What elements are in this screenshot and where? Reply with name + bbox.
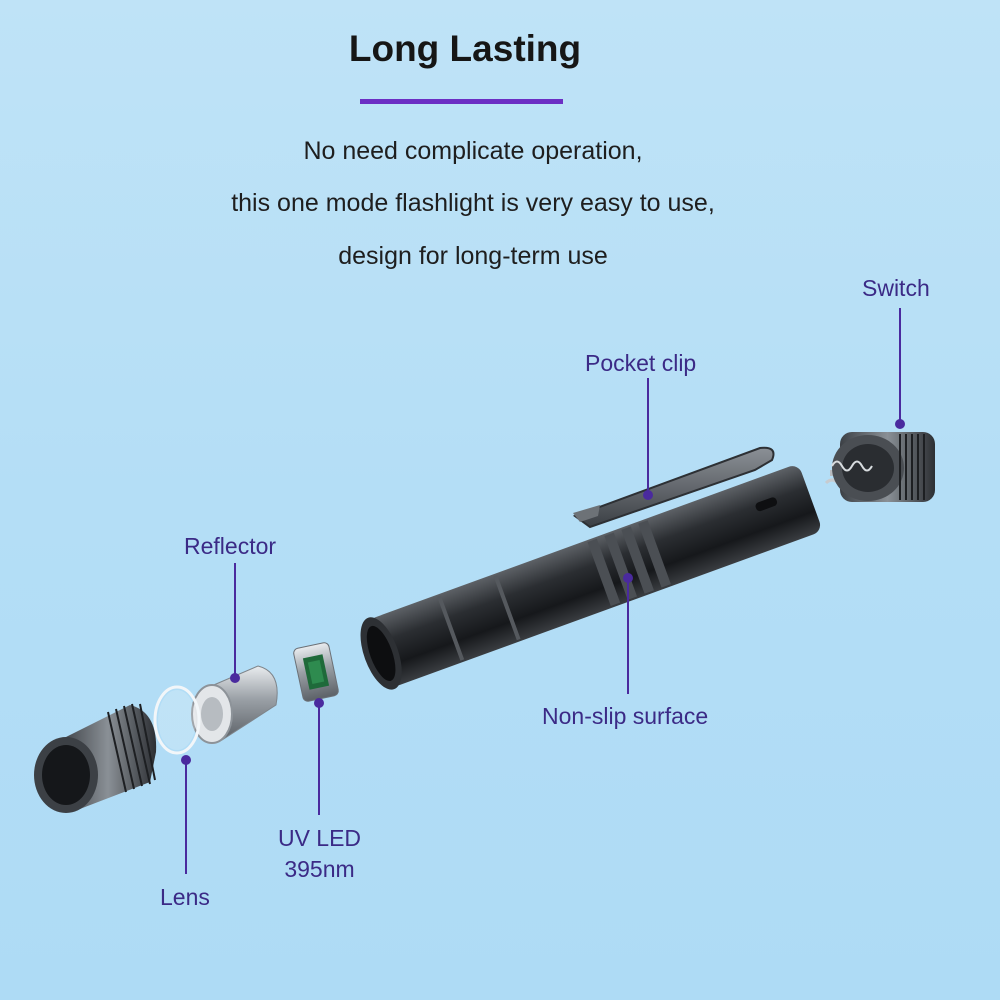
reflector-cone — [191, 665, 278, 744]
callout-uv-led — [314, 698, 324, 815]
head-cap — [34, 703, 157, 813]
label-pocket-clip: Pocket clip — [585, 350, 697, 376]
description-line-2: this one mode flashlight is very easy to… — [231, 189, 715, 217]
pocket-clip — [572, 446, 775, 529]
callout-reflector — [230, 563, 240, 683]
callout-pocket-clip — [643, 378, 653, 500]
label-lens: Lens — [160, 884, 210, 910]
description-line-3: design for long-term use — [338, 242, 608, 270]
label-uv-led-line2: 395nm — [284, 856, 355, 882]
lens-ring — [153, 685, 201, 755]
callout-non-slip — [623, 573, 633, 694]
callout-switch — [895, 308, 905, 429]
label-reflector: Reflector — [184, 533, 277, 559]
page-title: Long Lasting — [348, 28, 582, 69]
label-switch: Switch — [862, 275, 930, 301]
description-line-1: No need complicate operation, — [303, 137, 643, 165]
switch-cap — [824, 432, 935, 502]
callout-lens — [181, 755, 191, 874]
uv-led-chip — [293, 642, 339, 702]
label-uv-led: UV LED 395nm — [272, 825, 367, 883]
label-uv-led-line1: UV LED — [277, 825, 362, 851]
flashlight-body — [360, 466, 821, 690]
title-underline — [360, 99, 563, 104]
label-non-slip-surface: Non-slip surface — [542, 703, 709, 729]
